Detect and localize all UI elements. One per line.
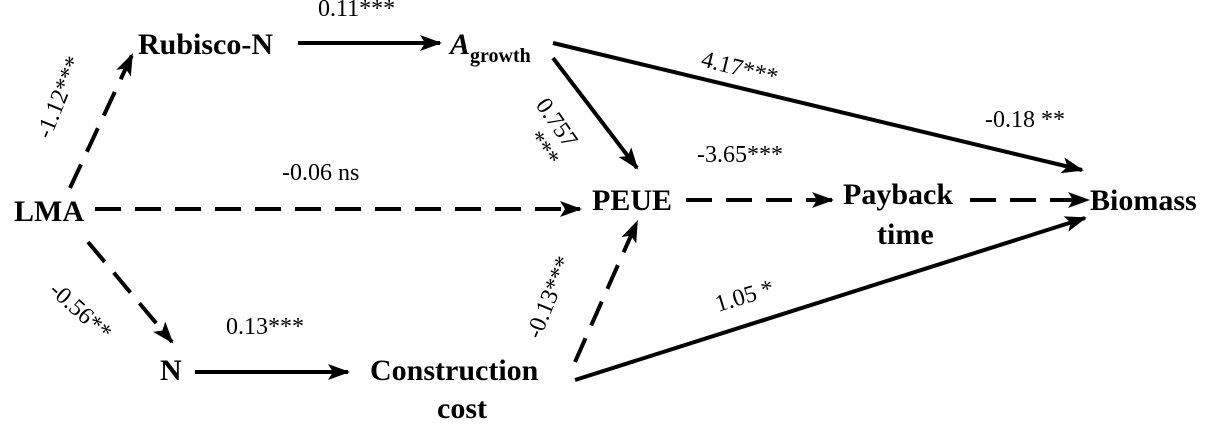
node-a-growth-main: A <box>448 28 470 61</box>
label-lma-n: -0.56** <box>44 277 116 346</box>
label-lma-peue: -0.06 ns <box>282 160 359 186</box>
label-agrowth-biomass: 4.17*** <box>699 47 781 91</box>
node-a-growth-sub: growth <box>470 45 531 67</box>
node-n: N <box>160 354 182 387</box>
node-construction-cost-line2: cost <box>437 392 487 425</box>
edge-construction-biomass <box>574 216 1087 382</box>
edge-agrowth-peue <box>551 56 639 170</box>
node-peue: PEUE <box>592 184 672 217</box>
label-construction-peue: -0.13*** <box>521 253 577 342</box>
node-biomass: Biomass <box>1090 184 1197 217</box>
node-construction-cost-line1: Construction <box>370 354 539 387</box>
node-payback-time-line2: time <box>877 218 934 251</box>
edge-lma-n <box>86 240 174 344</box>
node-rubisco-n: Rubisco-N <box>138 28 273 61</box>
node-payback-time-line1: Payback <box>843 178 953 211</box>
node-lma: LMA <box>14 195 84 228</box>
label-peue-payback: -3.65*** <box>697 142 783 168</box>
label-payback-biomass: -0.18 ** <box>985 107 1065 133</box>
label-rubisco-agrowth: 0.11*** <box>318 0 395 22</box>
edge-construction-peue <box>573 220 639 363</box>
label-lma-rubisco: -1.12*** <box>31 53 87 142</box>
edge-lma-rubisco <box>68 53 134 189</box>
label-construction-biomass: 1.05 * <box>712 275 777 317</box>
label-n-construction: 0.13*** <box>226 314 304 340</box>
node-a-growth: Agrowth <box>448 28 531 67</box>
edge-agrowth-biomass <box>552 41 1084 174</box>
